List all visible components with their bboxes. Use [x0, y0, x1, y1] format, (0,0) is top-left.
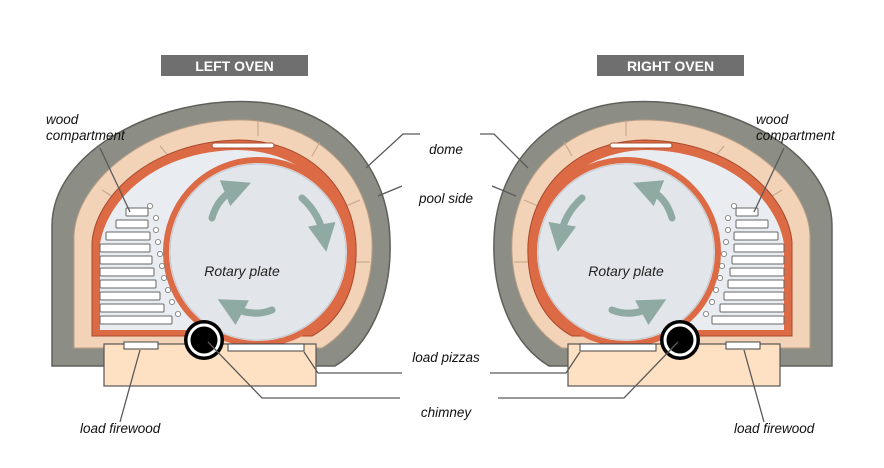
left-load-firewood-label: load firewood — [80, 421, 161, 436]
pool-side-leader-right — [491, 185, 517, 197]
load-pizzas-label: load pizzas — [412, 350, 480, 365]
left-wood-label-line1: wood — [46, 112, 79, 127]
left-oven: LEFT OVEN wood compartment Rotary plate … — [46, 55, 390, 436]
right-firewood-leader — [743, 349, 765, 423]
left-oven-banner — [161, 55, 308, 76]
right-rotary-plate-label: Rotary plate — [588, 263, 664, 279]
left-wood-leader — [99, 147, 131, 213]
right-oven-drawing — [494, 102, 832, 386]
center-labels: dome pool side load pizzas chimney — [207, 133, 679, 420]
left-wood-label-line2: compartment — [46, 128, 126, 143]
left-rotary-plate-label: Rotary plate — [204, 263, 280, 279]
pool-side-leader-left — [377, 185, 403, 197]
right-wood-label-line2: compartment — [756, 128, 836, 143]
load-pizzas-leader-left — [303, 351, 402, 374]
right-oven: RIGHT OVEN wood compartment Rotary plate… — [494, 55, 836, 436]
chimney-leader-right — [498, 341, 679, 399]
dome-label: dome — [429, 142, 463, 157]
right-wood-label-line1: wood — [756, 112, 789, 127]
right-load-firewood-label: load firewood — [734, 421, 815, 436]
right-oven-title: RIGHT OVEN — [627, 58, 714, 74]
left-firewood-leader — [119, 349, 141, 423]
left-oven-drawing — [52, 102, 390, 386]
load-pizzas-leader-right — [490, 351, 581, 374]
dome-leader-left — [365, 133, 420, 169]
dome-leader-right — [480, 133, 529, 169]
chimney-label: chimney — [421, 405, 473, 420]
right-wood-leader — [753, 147, 785, 213]
left-oven-title: LEFT OVEN — [195, 58, 274, 74]
chimney-leader-left — [207, 341, 400, 399]
pool-side-label: pool side — [418, 191, 473, 206]
right-oven-banner — [597, 55, 744, 76]
